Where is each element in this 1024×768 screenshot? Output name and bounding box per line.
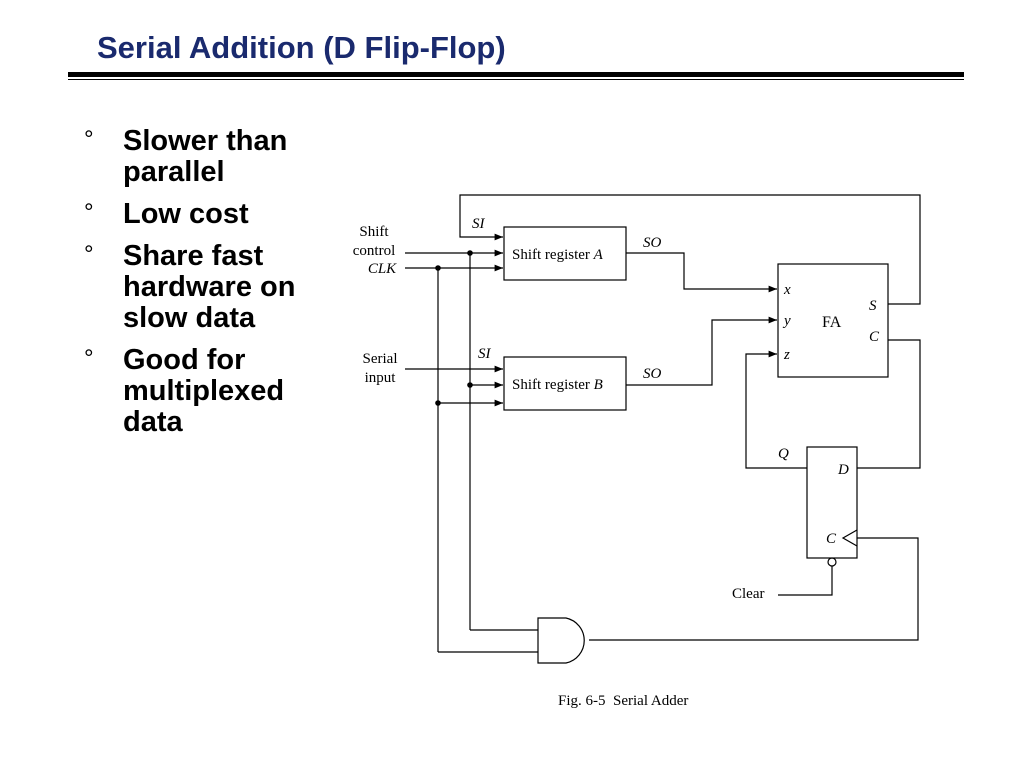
shift-control-label-2: control	[353, 243, 396, 259]
q-to-z-wire	[745, 350, 807, 469]
bullet-item: ° Share fast hardware on slow data	[84, 241, 344, 334]
dff-clock-triangle	[841, 529, 858, 547]
sum-feedback-wire	[459, 194, 921, 305]
junction-dot	[435, 400, 441, 406]
serial-input-label-2: input	[365, 370, 397, 386]
shift-register-b-box	[503, 356, 627, 411]
bullet-line: data	[123, 406, 183, 438]
bullet-marker: °	[84, 241, 94, 268]
junction-dot	[467, 250, 473, 256]
so-a-to-x-wire	[626, 252, 777, 293]
figure-caption: Fig. 6-5 Serial Adder	[558, 693, 688, 709]
fa-y-label: y	[782, 313, 791, 329]
title-underline	[68, 72, 964, 77]
si-a-label: SI	[472, 216, 486, 232]
so-b-to-y-wire	[626, 316, 777, 386]
fa-z-label: z	[783, 347, 790, 363]
junction-dot	[467, 382, 473, 388]
shift-control-label-1: Shift	[359, 224, 389, 240]
bullet-item: ° Good for multiplexed data	[84, 345, 344, 438]
junction-dot	[435, 265, 441, 271]
serial-input-label-1: Serial	[363, 351, 398, 367]
bullet-line: Slower than	[123, 125, 288, 157]
dff-c-label: C	[826, 531, 837, 547]
slide-title: Serial Addition (D Flip-Flop)	[97, 30, 506, 65]
bullet-line: Low cost	[123, 198, 249, 230]
so-a-label: SO	[643, 235, 662, 251]
and-gate	[537, 617, 585, 664]
bullet-line: Share fast	[123, 240, 264, 272]
fa-c-label: C	[869, 329, 880, 345]
shift-register-a-label: Shift register A	[512, 247, 604, 263]
clk-label: CLK	[368, 261, 397, 277]
dff-d-label: D	[837, 462, 849, 478]
title-underline-thin	[68, 79, 964, 80]
clear-label: Clear	[732, 586, 764, 602]
si-b-label: SI	[478, 346, 492, 362]
bullet-line: slow data	[123, 302, 256, 334]
carry-to-d-wire	[857, 339, 921, 469]
bullet-line: Good for	[123, 344, 246, 376]
full-adder-box	[777, 263, 889, 378]
bullet-line: parallel	[123, 156, 225, 188]
bullet-item: ° Low cost	[84, 199, 344, 230]
shift-register-b-label: Shift register B	[512, 377, 603, 393]
clear-wire	[778, 566, 833, 596]
bullet-list: ° Slower than parallel ° Low cost ° Shar…	[84, 126, 344, 449]
bullet-marker: °	[84, 199, 94, 226]
bullet-marker: °	[84, 345, 94, 372]
bullet-marker: °	[84, 126, 94, 153]
fa-s-label: S	[869, 298, 877, 314]
dff-q-label: Q	[778, 446, 789, 462]
bullet-item: ° Slower than parallel	[84, 126, 344, 188]
bullet-line: hardware on	[123, 271, 296, 303]
and-output-to-clock	[589, 537, 919, 641]
fa-x-label: x	[783, 282, 791, 298]
so-b-label: SO	[643, 366, 662, 382]
fa-label: FA	[822, 314, 842, 331]
dff-clear-bubble	[827, 557, 837, 567]
bullet-line: multiplexed	[123, 375, 285, 407]
